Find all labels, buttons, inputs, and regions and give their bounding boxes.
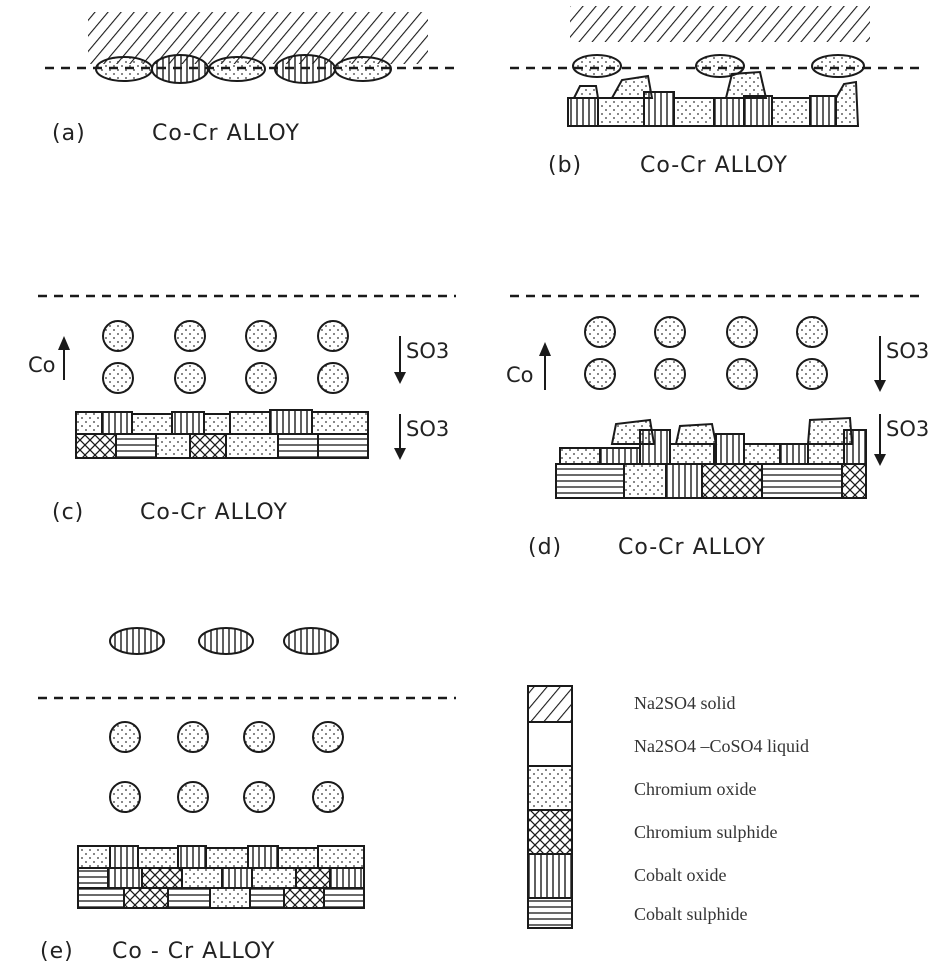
panel-d: Co SO3 bbox=[506, 296, 929, 560]
down-arrow bbox=[394, 336, 406, 384]
legend-label-chromium-sulphide: Chromium sulphide bbox=[634, 822, 778, 842]
co-label: Co bbox=[28, 353, 56, 377]
chromium-oxide-particle bbox=[209, 57, 265, 81]
chromium-oxide-particle bbox=[335, 57, 391, 81]
co-label: Co bbox=[506, 363, 534, 387]
na2so4-solid-deposit bbox=[88, 12, 428, 64]
panel-label: (c) bbox=[52, 500, 84, 525]
legend: Na2SO4 solid Na2SO4 –CoSO4 liquid Chromi… bbox=[528, 686, 809, 928]
alloy-label: Co-Cr ALLOY bbox=[152, 121, 300, 146]
legend-label-chromium-oxide: Chromium oxide bbox=[634, 779, 757, 799]
na2so4-solid-deposit bbox=[570, 6, 870, 42]
legend-label-cobalt-sulphide: Cobalt sulphide bbox=[634, 904, 748, 924]
legend-label-liquid: Na2SO4 –CoSO4 liquid bbox=[634, 736, 809, 756]
down-arrow bbox=[394, 414, 406, 460]
cobalt-oxide-particle bbox=[110, 628, 164, 654]
alloy-label: Co-Cr ALLOY bbox=[140, 500, 288, 525]
so3-label: SO3 bbox=[886, 339, 929, 363]
legend-swatch-cobalt-oxide bbox=[528, 854, 572, 898]
scale-layer bbox=[78, 846, 364, 908]
legend-swatch-chromium-oxide bbox=[528, 766, 572, 810]
cobalt-oxide-particle bbox=[152, 55, 208, 83]
scale-layer bbox=[568, 72, 858, 126]
chromium-oxide-particle bbox=[96, 57, 152, 81]
legend-label-na2so4-solid: Na2SO4 solid bbox=[634, 693, 736, 713]
panel-e: (e) Co - Cr ALLOY bbox=[38, 628, 456, 964]
panel-b: (b) Co-Cr ALLOY bbox=[510, 6, 920, 178]
dissolved-oxide-particles bbox=[110, 722, 343, 812]
down-arrow bbox=[874, 414, 886, 466]
legend-swatch-cobalt-sulphide bbox=[528, 898, 572, 928]
down-arrow bbox=[874, 336, 886, 392]
chromium-oxide-particle bbox=[812, 55, 864, 77]
legend-swatch-liquid bbox=[528, 722, 572, 766]
scale-layer bbox=[556, 418, 866, 498]
panel-label: (b) bbox=[548, 153, 582, 178]
panel-a: (a) Co-Cr ALLOY bbox=[45, 12, 455, 146]
cobalt-oxide-particle bbox=[199, 628, 253, 654]
dissolved-oxide-particles bbox=[103, 321, 348, 393]
cobalt-oxide-particle bbox=[284, 628, 338, 654]
so3-label: SO3 bbox=[406, 339, 449, 363]
legend-swatch-na2so4-solid bbox=[528, 686, 572, 722]
panel-label: (a) bbox=[52, 121, 86, 146]
dissolved-oxide-particles bbox=[585, 317, 827, 389]
legend-label-cobalt-oxide: Cobalt oxide bbox=[634, 865, 727, 885]
up-arrow bbox=[539, 342, 551, 390]
up-arrow bbox=[58, 336, 70, 380]
cobalt-oxide-particle bbox=[275, 55, 335, 83]
alloy-label: Co-Cr ALLOY bbox=[618, 535, 766, 560]
so3-label: SO3 bbox=[406, 417, 449, 441]
so3-label: SO3 bbox=[886, 417, 929, 441]
scale-layer bbox=[76, 410, 368, 458]
chromium-oxide-particle bbox=[573, 55, 621, 77]
panel-c: Co SO3 bbox=[28, 296, 456, 525]
alloy-label: Co - Cr ALLOY bbox=[112, 939, 275, 964]
alloy-label: Co-Cr ALLOY bbox=[640, 153, 788, 178]
legend-swatch-chromium-sulphide bbox=[528, 810, 572, 854]
panel-label: (e) bbox=[40, 939, 74, 964]
panel-label: (d) bbox=[528, 535, 562, 560]
